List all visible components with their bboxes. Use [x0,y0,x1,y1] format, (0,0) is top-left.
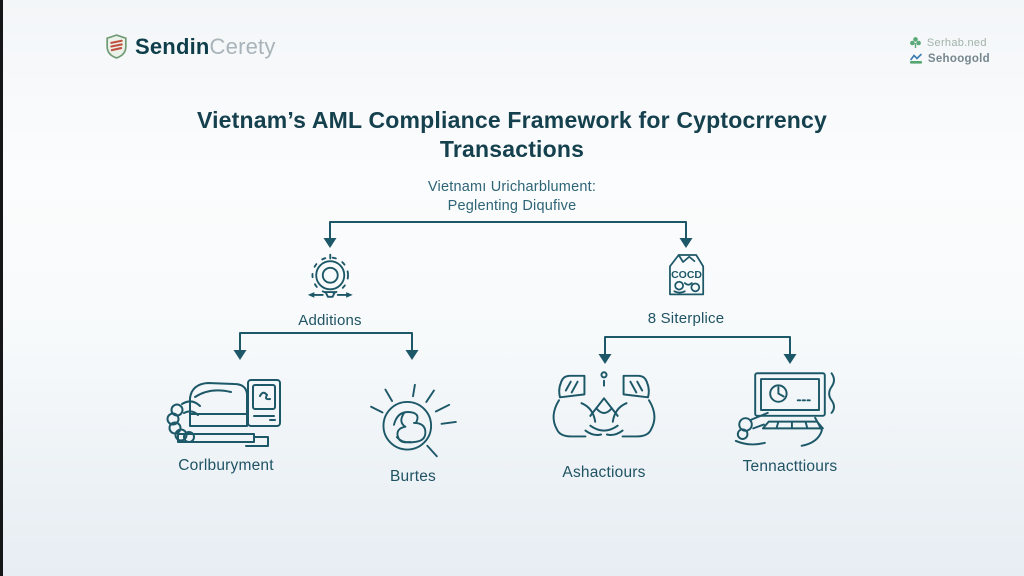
two-people-icon [545,367,663,457]
attribution-block: Serhab.ned Sehoogold [909,36,990,65]
leaf-node-burtes: Burtes [365,381,461,486]
branch-label: 8 Siterplice [647,310,725,327]
price-tag-icon: COCD [658,246,714,306]
attribution-row-2: Sehoogold [909,52,990,65]
attribution-text-1: Serhab.ned [926,36,987,49]
shining-coin-icon [365,381,461,461]
brand-logo: SendinCerety [104,33,276,60]
gold-wave-icon [909,52,923,65]
shield-logo-icon [104,33,129,60]
brand-name-bold: Sendin [135,33,210,59]
page-subtitle-line-2: Peglenting Diqufive [447,198,577,214]
leaf-node-tennacttiours: Tennacttiours [732,369,848,476]
leaf-label: Corlburyment [178,457,274,474]
page-subtitle: Vietnamı Uricharblument: Peglenting Diqu… [0,178,1024,216]
brand-name-light: Cerety [209,33,276,59]
tag-text: COCD [671,269,702,281]
leaf-node-ashactiours: Ashactiours [545,367,663,482]
leaf-label: Burtes [390,468,436,485]
monitor-hand-icon [732,369,848,451]
left-edge-strip [0,0,3,576]
page-title: Vietnam’s AML Compliance Framework for C… [0,106,1024,164]
page-subtitle-line-1: Vietnamı Uricharblument: [427,179,597,195]
page-title-line-2: Transactions [439,136,585,162]
clover-icon [909,36,922,49]
page-title-line-1: Vietnam’s AML Compliance Framework for C… [196,107,828,133]
branch-label: Additions [298,312,362,329]
attribution-text-2: Sehoogold [927,52,990,65]
leaf-node-corlburyment: Corlburyment [164,374,288,475]
attribution-row-1: Serhab.ned [909,36,990,49]
brand-name: SendinCerety [135,34,276,60]
leaf-label: Ashactiours [562,464,646,481]
branch-node-additions: Additions [298,250,362,329]
coin-gear-icon [300,250,360,308]
hand-payment-icon [164,374,288,450]
branch-node-siterplice: COCD 8 Siterplice [648,246,725,327]
leaf-label: Tennacttiours [742,458,838,475]
